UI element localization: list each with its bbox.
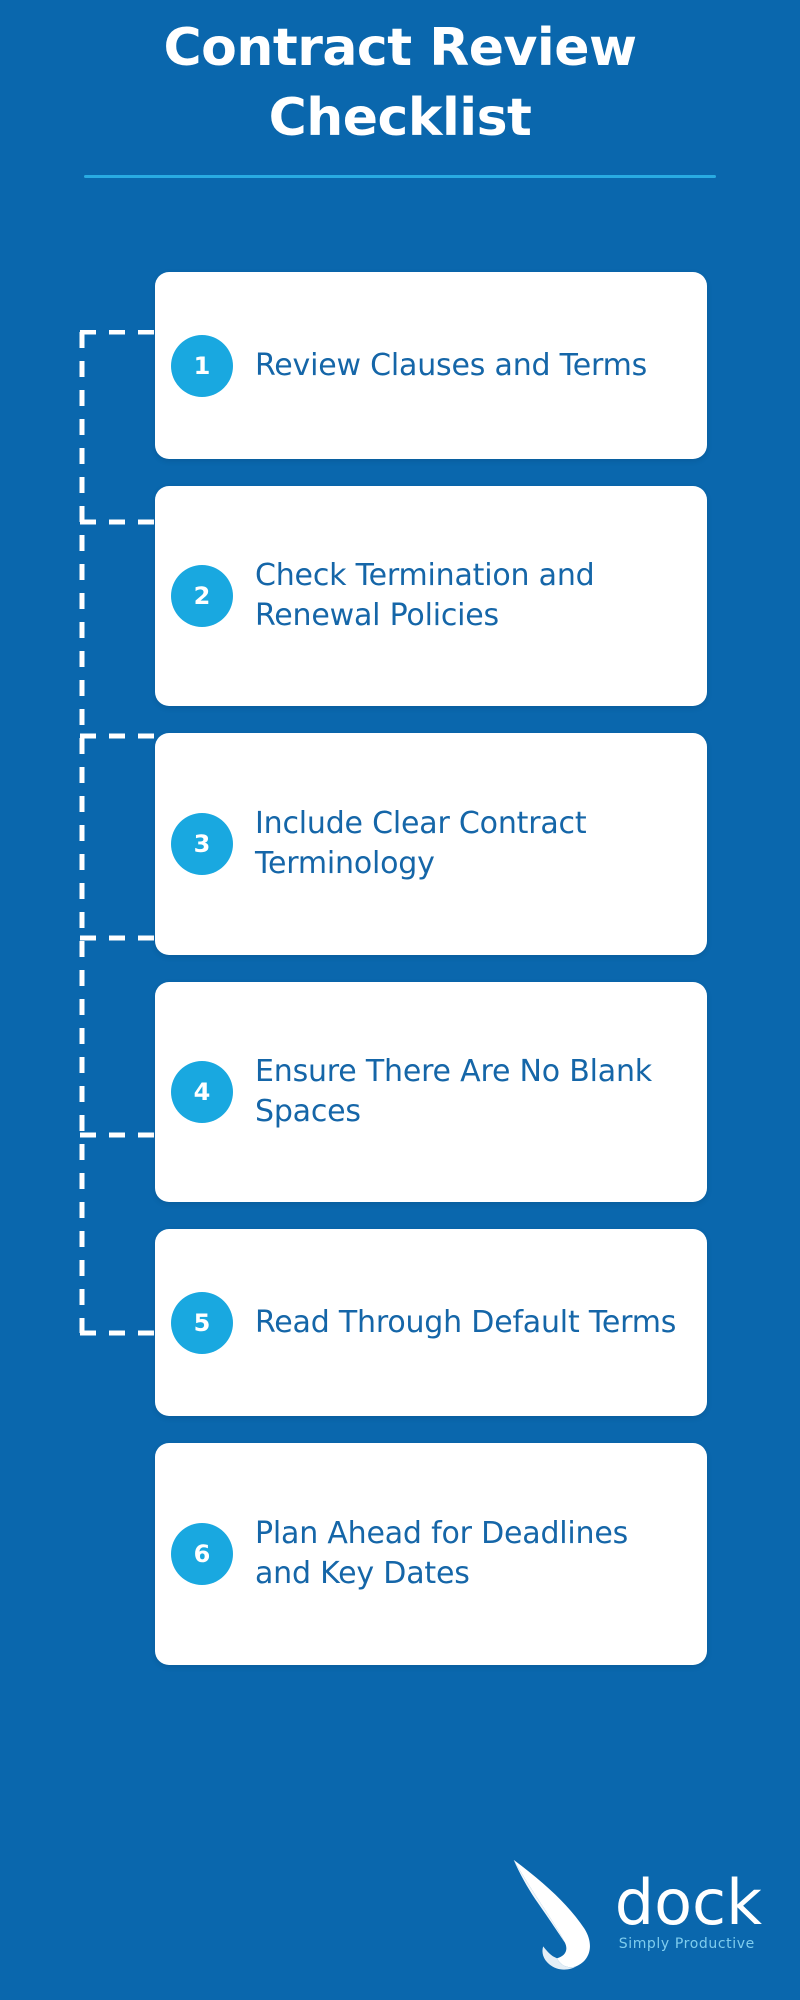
step-number-badge-2: 2 [171, 565, 233, 627]
title-divider [84, 175, 716, 179]
brand-tagline: Simply Productive [618, 1936, 755, 1953]
checklist-item-4[interactable]: 4 Ensure There Are No Blank Spaces [155, 982, 707, 1202]
checklist-card-stack: 1 Review Clauses and Terms 2 Check Termi… [155, 272, 707, 1692]
step-number-badge-4: 4 [171, 1061, 233, 1123]
checklist-item-label-2: Check Termination and Renewal Policies [255, 558, 595, 633]
footer-brand: dock Simply Productive [0, 1848, 800, 1978]
checklist-item-label-4: Ensure There Are No Blank Spaces [255, 1054, 652, 1129]
brand-name: dock [614, 1865, 762, 1939]
checklist-item-label-1: Review Clauses and Terms [255, 347, 648, 383]
step-number-badge-3: 3 [171, 813, 233, 875]
checklist-item-label-5: Read Through Default Terms [255, 1304, 677, 1340]
step-number-badge-1: 1 [171, 334, 233, 397]
checklist-item-5[interactable]: 5 Read Through Default Terms [155, 1229, 707, 1416]
checklist-item-6[interactable]: 6 Plan Ahead for Deadlines and Key Dates [155, 1443, 707, 1665]
header: Contract Review Checklist [0, 0, 800, 179]
checklist-item-1[interactable]: 1 Review Clauses and Terms [155, 272, 707, 459]
dock-wordmark: dock Simply Productive [614, 1865, 762, 1953]
page-title: Contract Review Checklist [163, 18, 637, 148]
step-number-badge-6: 6 [171, 1523, 233, 1585]
dock-wing-logo-icon [513, 1859, 590, 1970]
dock-logo: dock Simply Productive [499, 1854, 762, 1972]
checklist-item-label-3: Include Clear Contract Terminology [255, 806, 587, 881]
step-number-badge-5: 5 [171, 1291, 233, 1354]
checklist-item-label-6: Plan Ahead for Deadlines and Key Dates [255, 1516, 629, 1591]
checklist-item-2[interactable]: 2 Check Termination and Renewal Policies [155, 486, 707, 706]
checklist-item-3[interactable]: 3 Include Clear Contract Terminology [155, 733, 707, 955]
connector-tree [79, 330, 160, 1336]
